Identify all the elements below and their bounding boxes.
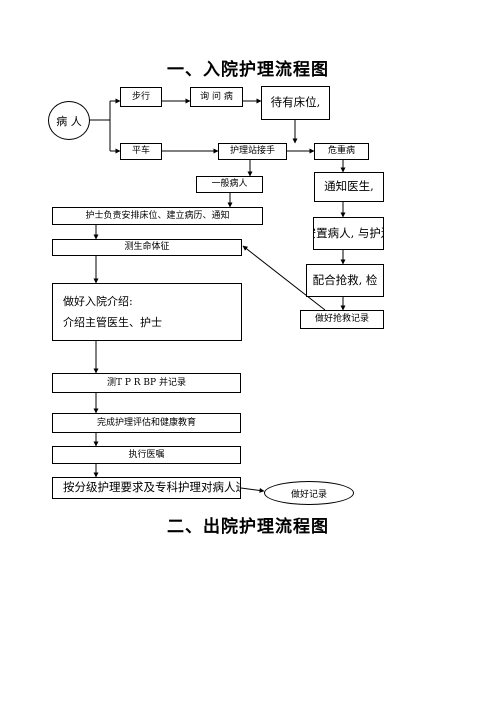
admission-intro-line-2: 介绍主管医生、护士 [63, 316, 162, 329]
node-wait-bed: 待有床位, [261, 86, 330, 120]
node-assist-rescue: 配合抢救, 检 [306, 264, 384, 297]
node-ward-intro: 护士负责安排床位、建立病历、通知 [52, 207, 263, 225]
node-stretcher: 平车 [120, 143, 162, 160]
node-ward-prep: 护理站接手 [218, 143, 287, 160]
discharge-flow-title: 二、出院护理流程图 [167, 517, 329, 537]
admission-flow-title: 一、入院护理流程图 [167, 60, 329, 80]
node-inquire: 询 问 病 [190, 87, 243, 107]
node-health-edu: 完成护理评估和健康教育 [52, 413, 241, 433]
node-general: 一般病人 [196, 176, 263, 193]
node-vitals: 测生命体征 [52, 239, 242, 256]
node-admission-intro: 做好入院介绍: 介绍主管医生、护士 [52, 283, 242, 341]
admission-intro-line-1: 做好入院介绍: [63, 294, 133, 308]
node-walk-in: 步行 [120, 87, 162, 107]
node-rescue-record: 做好抢救记录 [300, 310, 384, 329]
node-records: 做好记录 [264, 481, 354, 505]
node-critical: 危重病 [314, 143, 369, 160]
node-level-care: 按分级护理要求及专科护理对病人进 [52, 477, 241, 499]
node-assess: 测T P R BP 并记录 [52, 373, 241, 393]
node-patient: 病 人 [48, 101, 90, 140]
node-settle-patient: 安置病人, 与护送 [313, 217, 384, 250]
node-notify-doctor: 通知医生, [314, 172, 384, 202]
node-follow-orders: 执行医嘱 [52, 446, 241, 464]
